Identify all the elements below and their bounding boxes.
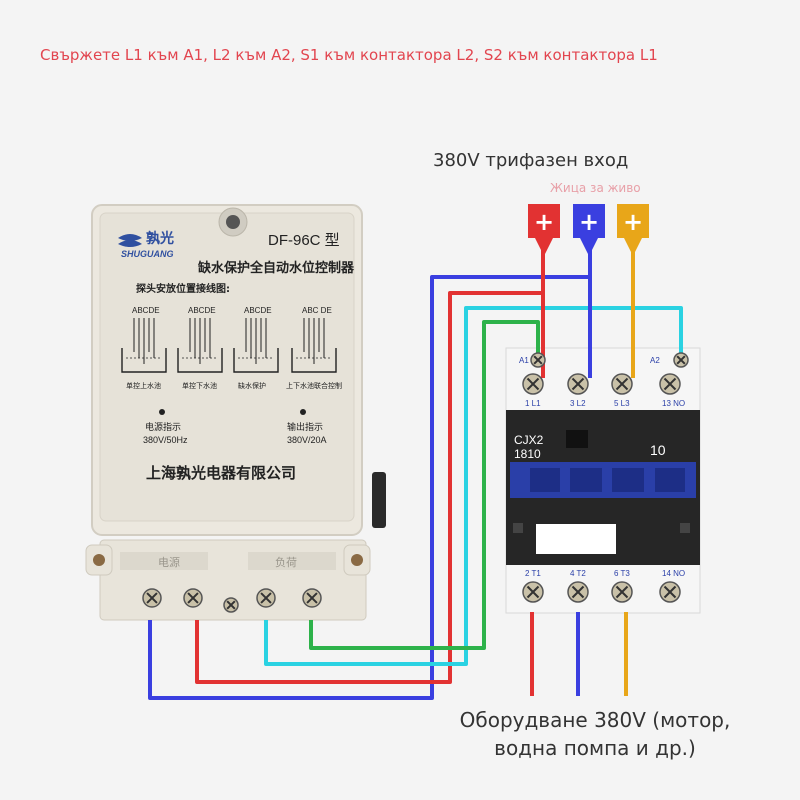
controller-terminal-screw — [183, 588, 203, 608]
output-indicator-label: 输出指示 — [287, 421, 323, 433]
contactor-top-terminal-label: 13 NO — [662, 399, 685, 408]
contactor-top-terminal-screw — [522, 373, 544, 395]
terminal-power-label: 电源 — [158, 555, 180, 569]
probe-diagrams: ABCDE 单控上水池 ABCDE 单控下水池 ABCDE 缺水保护 ABC DE 上下水池联… — [121, 306, 342, 390]
power-indicator-led — [159, 409, 165, 415]
phase-plus-label: + — [534, 208, 554, 236]
wire-cyan-a2 — [264, 306, 683, 666]
contactor-top-terminal-label: 1 L1 — [525, 399, 541, 408]
brand-en: SHUGUANG — [121, 249, 174, 259]
product-name: 缺水保护全自动水位控制器 — [197, 260, 355, 276]
brand-cn: 孰光 — [146, 230, 174, 247]
coil-terminal-marker: A2 — [650, 356, 660, 365]
contactor-bottom-terminal-screw — [567, 581, 589, 603]
probe-caption: 缺水保护 — [238, 381, 266, 390]
contactor-bottom-terminal-label: 4 T2 — [570, 569, 586, 578]
output-rating: 380V/20A — [287, 435, 327, 445]
manufacturer-name: 上海孰光电器有限公司 — [146, 464, 296, 482]
controller-terminal-screw — [256, 588, 276, 608]
wire-green-a1 — [309, 320, 540, 650]
contactor-bottom-terminal-screw — [522, 581, 544, 603]
contactor-bottom-terminal-label: 6 T3 — [614, 569, 630, 578]
probe-diagram: ABCDE 单控上水池 — [121, 306, 167, 390]
live-wire-note: Жица за живо — [550, 181, 641, 195]
controller-terminals — [142, 588, 322, 613]
probe-letters: ABCDE — [188, 306, 216, 315]
phase-plus-label: + — [623, 208, 643, 236]
phase-markers: + + + — [528, 204, 649, 256]
probe-letters: ABCDE — [132, 306, 160, 315]
equipment-caption-line-2: водна помпа и др.) — [494, 736, 696, 760]
model-number: DF-96C 型 — [268, 232, 340, 249]
input-title: 380V трифазен вход — [433, 150, 629, 171]
controller-terminal-screw — [302, 588, 322, 608]
instruction-text: Свържете L1 към A1, L2 към A2, S1 към ко… — [40, 46, 658, 64]
contactor-top-terminal-screw — [611, 373, 633, 395]
contactor-bottom-terminal-label: 2 T1 — [525, 569, 541, 578]
phase-plus-label: + — [579, 208, 599, 236]
coil-terminal-marker: A1 — [519, 356, 529, 365]
contactor-model: CJX2 — [514, 433, 544, 447]
contactor-top-terminal-screw — [567, 373, 589, 395]
power-rating: 380V/50Hz — [143, 435, 188, 445]
contactor-model-number: 1810 — [514, 447, 541, 461]
contactor-top-terminal-label: 3 L2 — [570, 399, 586, 408]
contactor-bottom-terminal-screw — [611, 581, 633, 603]
coil-terminal-a1-screw — [530, 352, 546, 368]
probe-diagram: ABCDE 缺水保护 — [233, 306, 279, 390]
contactor-bottom-terminal-screw — [659, 581, 681, 603]
phase-l1-marker: + — [528, 204, 560, 256]
phase-l3-marker: + — [617, 204, 649, 256]
wires — [148, 234, 683, 700]
power-indicator-label: 电源指示 — [145, 421, 181, 433]
brand-logo — [118, 234, 142, 247]
contactor-rating: 10 — [650, 442, 666, 458]
equipment-caption-line-1: Оборудване 380V (мотор, — [459, 708, 731, 732]
wire-blue-l2 — [148, 234, 592, 700]
wire-red-l1 — [195, 234, 545, 684]
probe-diagram: ABC DE 上下水池联合控制 — [286, 306, 342, 390]
contactor-top-terminal-screw — [659, 373, 681, 395]
probe-letters: ABC DE — [302, 306, 332, 315]
probe-caption: 上下水池联合控制 — [286, 381, 342, 390]
phase-l2-marker: + — [573, 204, 605, 256]
probe-letters: ABCDE — [244, 306, 272, 315]
contactor-terminals: 1 L1 2 T1 A1 3 L2 4 T2 5 L3 6 T3 13 NO 14 NO A2 — [519, 352, 689, 603]
probe-caption: 单控下水池 — [182, 381, 217, 390]
contactor-top-terminal-label: 5 L3 — [614, 399, 630, 408]
probe-diagram: ABCDE 单控下水池 — [177, 306, 223, 390]
probe-diagram-title: 探头安放位置接线图: — [136, 282, 230, 295]
controller-ground-screw — [223, 597, 239, 613]
output-indicator-led — [300, 409, 306, 415]
controller-terminal-screw — [142, 588, 162, 608]
contactor-bottom-terminal-label: 14 NO — [662, 569, 685, 578]
coil-terminal-a2-screw — [673, 352, 689, 368]
terminal-load-label: 负荷 — [275, 555, 297, 569]
probe-caption: 单控上水池 — [126, 381, 161, 390]
water-level-controller — [85, 204, 386, 621]
